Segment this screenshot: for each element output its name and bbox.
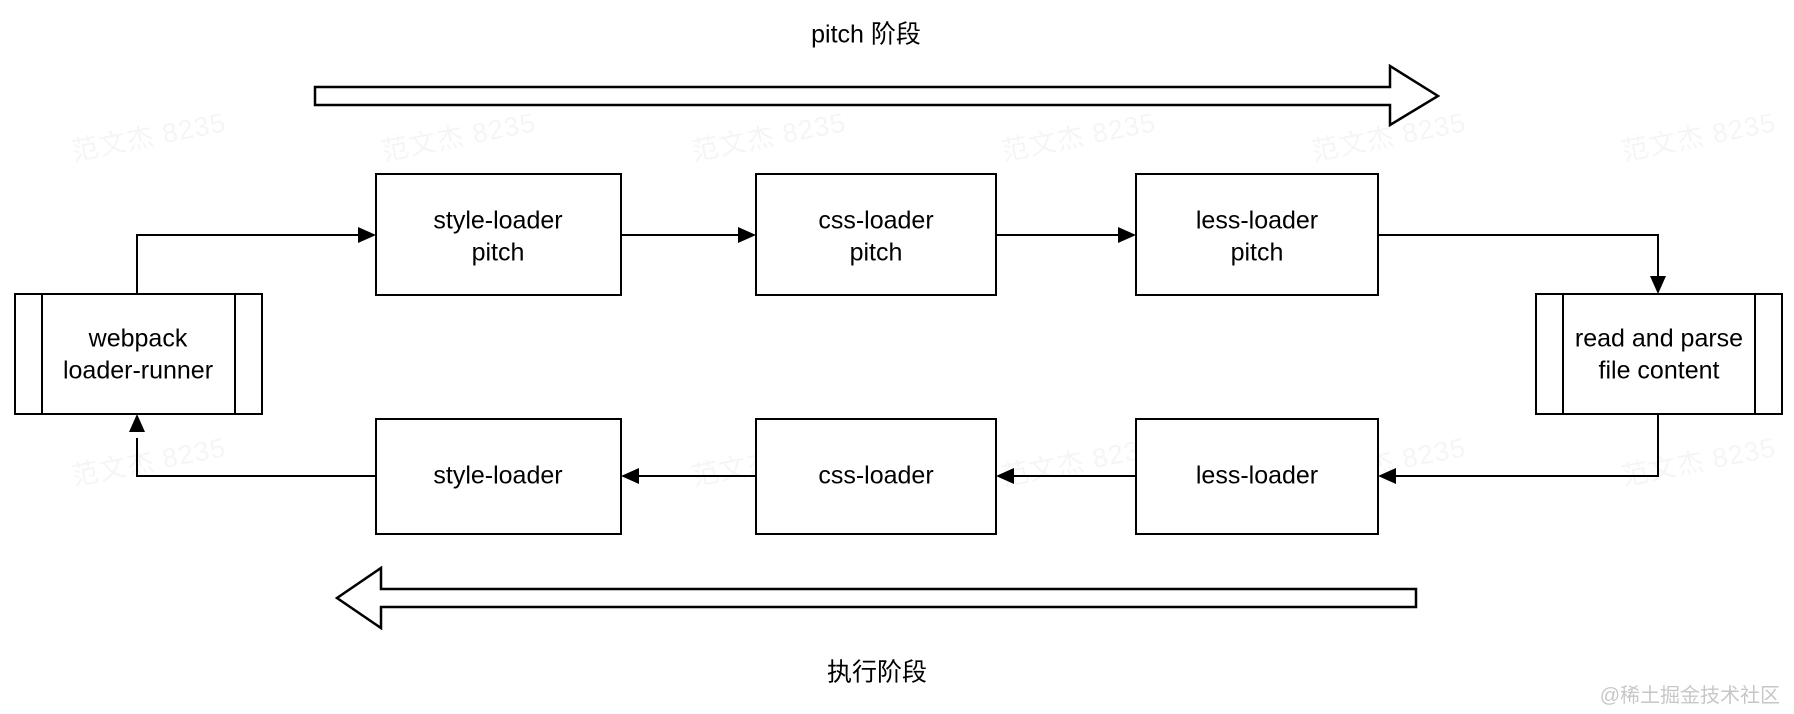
execute-phase-block-arrow — [334, 565, 1418, 631]
node-css-loader-pitch-line1: css-loader — [818, 207, 933, 235]
node-read-parse-line2: file content — [1599, 357, 1720, 385]
node-css-loader-pitch-box — [755, 173, 997, 296]
node-css-loader-pitch-line2: pitch — [850, 239, 903, 267]
node-style-loader-label: style-loader — [433, 462, 562, 490]
node-loader-runner-box — [14, 293, 263, 415]
connector-less-pitch-to-read-parse — [1378, 234, 1659, 282]
node-less-loader-label: less-loader — [1196, 462, 1318, 490]
node-style-loader-pitch-box — [375, 173, 622, 296]
arrowhead-to-style-pitch — [358, 227, 376, 243]
connector-style-loader-to-loaderrunner — [136, 438, 376, 477]
arrowhead-to-css-pitch — [738, 227, 756, 243]
pitch-phase-label: pitch 阶段 — [811, 21, 921, 49]
arrowhead-to-loaderrunner — [129, 414, 145, 432]
pitch-phase-block-arrow — [313, 63, 1441, 128]
source-credit: @稀土掘金技术社区 — [1599, 685, 1780, 707]
node-read-parse-box — [1535, 293, 1783, 415]
node-loader-runner-line2: loader-runner — [63, 357, 213, 385]
arrowhead-to-less-pitch — [1118, 227, 1136, 243]
connector-loaderrunner-to-style-pitch — [136, 234, 364, 294]
arrowhead-to-read-parse — [1650, 276, 1666, 294]
node-less-loader-pitch-line2: pitch — [1231, 239, 1284, 267]
arrowhead-to-style-loader — [621, 468, 639, 484]
node-loader-runner-line1: webpack — [88, 325, 188, 353]
arrowhead-to-less-loader — [1378, 468, 1396, 484]
connector-read-parse-to-less-loader — [1390, 414, 1659, 477]
node-style-loader-pitch-line1: style-loader — [433, 207, 562, 235]
node-read-parse-line1: read and parse — [1575, 325, 1743, 353]
arrowhead-to-css-loader — [996, 468, 1014, 484]
node-less-loader-pitch-line1: less-loader — [1196, 207, 1318, 235]
node-css-loader-label: css-loader — [818, 462, 933, 490]
node-less-loader-pitch-box — [1135, 173, 1379, 296]
execute-phase-label: 执行阶段 — [827, 659, 927, 687]
node-style-loader-pitch-line2: pitch — [472, 239, 525, 267]
